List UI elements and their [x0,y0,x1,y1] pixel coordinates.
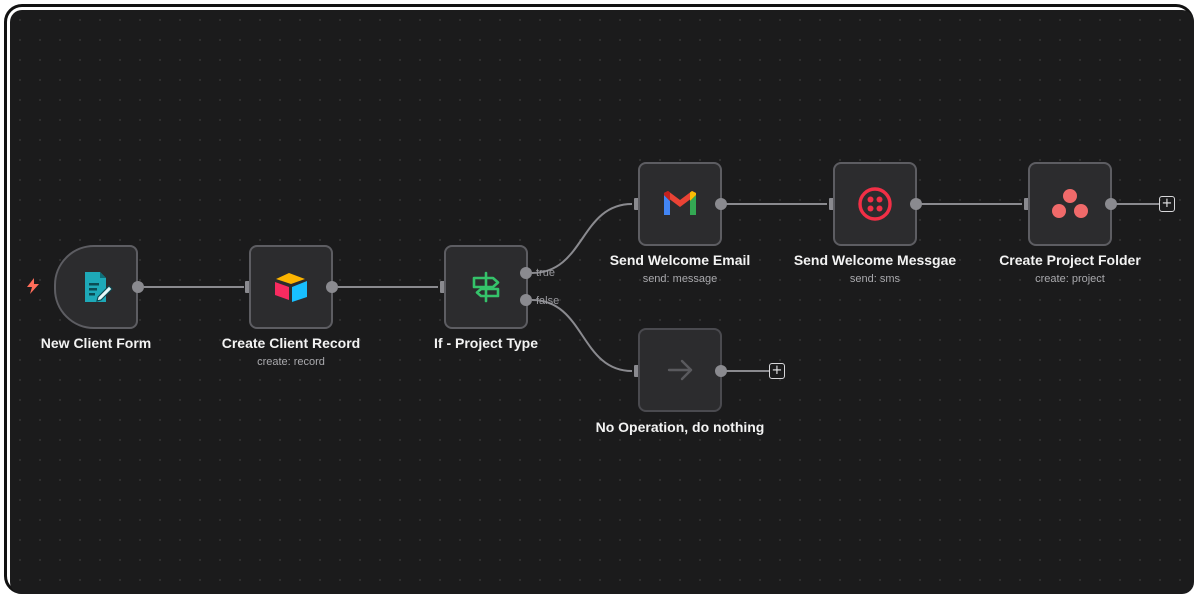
output-port-false[interactable] [520,294,532,306]
input-port[interactable] [634,365,640,377]
node-title: New Client Form [40,335,152,351]
asana-icon [1050,184,1090,224]
node-title: If - Project Type [434,335,538,351]
twilio-icon [855,184,895,224]
input-port[interactable] [634,198,640,210]
node-create-project-folder[interactable] [1028,162,1112,246]
wire-if-false-to-noop [531,299,633,372]
output-port[interactable] [326,281,338,293]
form-icon [76,267,116,307]
input-port[interactable] [440,281,446,293]
branch-label-true: true [536,267,555,279]
node-if-project-type[interactable] [444,245,528,329]
node-title: Create Project Folder [999,252,1141,268]
output-port[interactable] [715,198,727,210]
branch-label-false: false [536,295,560,307]
airtable-icon [271,267,311,307]
trigger-bolt-icon [27,278,39,294]
output-port[interactable] [1105,198,1117,210]
node-subtitle: create: record [257,356,325,368]
input-port[interactable] [245,281,251,293]
add-node-button[interactable]: + [769,363,785,379]
node-title: Create Client Record [221,335,361,351]
node-title: Send Welcome Email [609,252,751,268]
output-port[interactable] [910,198,922,210]
output-port[interactable] [715,365,727,377]
add-node-button[interactable]: + [1159,196,1175,212]
node-send-welcome-email[interactable] [638,162,722,246]
node-send-welcome-message[interactable] [833,162,917,246]
node-no-operation[interactable] [638,328,722,412]
input-port[interactable] [1024,198,1030,210]
output-port[interactable] [132,281,144,293]
node-subtitle: send: sms [849,273,901,285]
gmail-icon [660,184,700,224]
node-create-client-record[interactable] [249,245,333,329]
connections [144,203,1159,372]
input-port[interactable] [829,198,835,210]
node-title: Send Welcome Messgae [793,252,957,268]
output-port-true[interactable] [520,267,532,279]
wire-if-true-to-email [531,203,633,274]
node-subtitle: send: message [642,273,718,285]
node-title: No Operation, do nothing [595,419,765,435]
signpost-icon [466,267,506,307]
node-subtitle: create: project [1035,273,1105,285]
node-new-client-form[interactable] [54,245,138,329]
arrow-right-icon [660,350,700,390]
workflow-canvas[interactable]: New Client Form Create Client Record cre… [10,10,1194,594]
